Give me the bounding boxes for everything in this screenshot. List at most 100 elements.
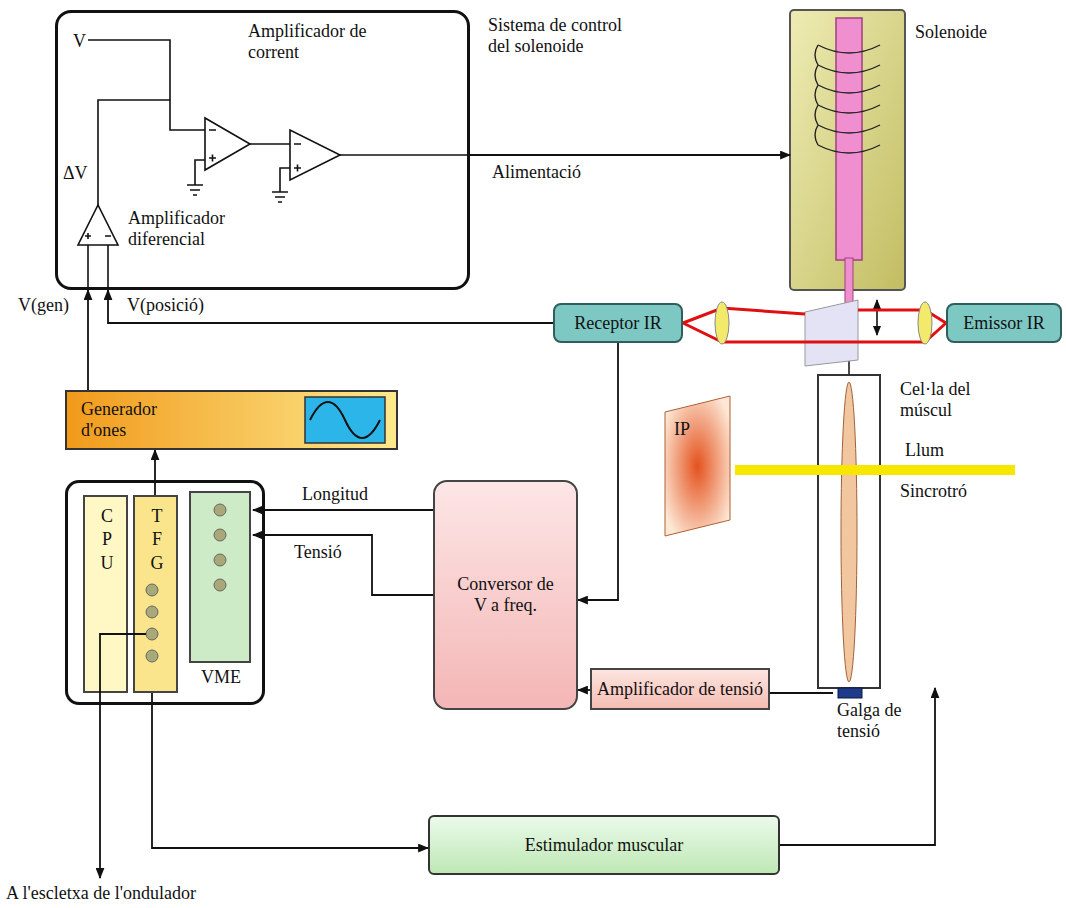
- solenoid-housing: [790, 10, 905, 290]
- lens: [918, 302, 932, 344]
- connector: [770, 692, 833, 694]
- strain-gauge: [838, 688, 862, 698]
- connector: [253, 509, 433, 511]
- synchrotron-beam: [735, 465, 1015, 475]
- connector: [470, 154, 790, 156]
- connector: [154, 450, 156, 495]
- wire: [88, 245, 108, 290]
- connector: [578, 343, 618, 600]
- tfg-sockets: [146, 584, 158, 662]
- vme-module: [190, 492, 250, 662]
- node-label: CPU: [98, 505, 116, 575]
- drawing-circle: [146, 650, 158, 662]
- node-label: VME: [201, 667, 241, 688]
- node-label: Amplificador de tensió: [597, 679, 763, 700]
- text-label: Sistema de control del solenoide: [488, 15, 638, 56]
- muscle-cell: Cel·la del múscul: [818, 375, 1008, 688]
- wire: [98, 100, 170, 205]
- strain-gauge: Galga de tensió: [833, 688, 917, 750]
- ground-symbol: [272, 168, 290, 202]
- plunger-rod: [845, 258, 853, 308]
- vme-crate: CPU TFG VME: [65, 480, 265, 705]
- drawing-path: [818, 125, 880, 133]
- edge-label: Alimentació: [490, 162, 583, 183]
- edge-label: Longitud: [300, 484, 370, 505]
- solenoid: Solenoide: [790, 10, 1005, 290]
- node-label: Receptor IR: [574, 313, 661, 334]
- sine-wave: [310, 402, 380, 438]
- muscle-cell: [818, 375, 880, 688]
- coil-windings: [815, 45, 880, 153]
- opamp-symbol: [290, 130, 340, 180]
- drawing-path: [815, 45, 818, 145]
- node-label: Cel·la del múscul: [900, 379, 1000, 420]
- drawing-circle: [146, 606, 158, 618]
- connector: [87, 290, 89, 390]
- diff-amp-symbol: [78, 205, 118, 245]
- drawing-path: [818, 65, 880, 73]
- wave-screen: [305, 397, 385, 443]
- converter-box: Conversor de V a freq.: [433, 480, 578, 710]
- opamp-signs: [209, 130, 216, 162]
- control-box: V ΔV Amplificador de correntAmplificador d…: [55, 10, 470, 290]
- node-label: V: [73, 31, 86, 52]
- node-label: Emissor IR: [963, 313, 1045, 334]
- node-label: IP: [674, 419, 690, 440]
- ir-receiver: Receptor IR: [553, 303, 683, 343]
- opamp-symbol: [205, 118, 250, 170]
- drawing-path: [818, 85, 880, 93]
- connector: [253, 535, 433, 595]
- drawing-path: [818, 105, 880, 113]
- node-label: Galga de tensió: [837, 700, 913, 741]
- ground-symbol: [187, 160, 205, 195]
- node-label: Generador d'ones: [81, 399, 201, 440]
- edge-label: Tensió: [292, 542, 344, 563]
- connector: [578, 689, 590, 691]
- vme-card: VME: [193, 495, 253, 692]
- drawing-circle: [214, 504, 226, 516]
- drawing-path: [818, 145, 880, 153]
- connector: [780, 688, 935, 845]
- prism: [805, 300, 858, 366]
- tfg-card: TFG: [133, 495, 178, 693]
- stimulator-box: Estimulador muscular: [428, 815, 780, 875]
- node-label: Solenoide: [915, 22, 987, 43]
- drawing-circle: [214, 579, 226, 591]
- control-wiring: [78, 40, 470, 290]
- connector: [108, 290, 553, 323]
- drawing-path: [858, 310, 946, 323]
- image-plate: [665, 396, 730, 536]
- edge-label: V(posició): [125, 295, 206, 316]
- motion-arrow: [876, 300, 878, 335]
- wire: [88, 40, 205, 130]
- undulator-line: [100, 634, 146, 878]
- text-label: Llum: [905, 440, 944, 461]
- text-label: Sincrotró: [900, 481, 967, 502]
- drawing-circle: [214, 554, 226, 566]
- solenoid-plunger: [836, 18, 862, 260]
- opamp-signs: [294, 144, 301, 172]
- cpu-card: CPU: [83, 495, 128, 693]
- amplifier-box: Amplificador de tensió: [590, 668, 770, 710]
- ir-emitter: Emissor IR: [946, 303, 1062, 343]
- node-label: TFG: [148, 505, 166, 575]
- node-label: ΔV: [63, 163, 88, 184]
- drawing-circle: [146, 628, 158, 640]
- vme-sockets: [214, 504, 226, 591]
- node-label: Amplificador diferencial: [128, 208, 253, 249]
- opamp-signs: [85, 233, 111, 239]
- node-label: Amplificador de corrent: [248, 21, 373, 62]
- lens: [715, 302, 729, 344]
- edge-label: V(gen): [16, 295, 71, 316]
- drawing-path: [683, 308, 805, 323]
- node-label: Conversor de V a freq.: [451, 574, 561, 615]
- muscle-fibre: [841, 382, 857, 682]
- drawing-circle: [214, 529, 226, 541]
- wire: [340, 154, 470, 156]
- drawing-circle: [146, 584, 158, 596]
- text-label: A l'escletxa de l'ondulador: [6, 883, 196, 904]
- drawing-path: [818, 45, 880, 53]
- node-label: Estimulador muscular: [525, 835, 683, 856]
- wire: [250, 143, 290, 145]
